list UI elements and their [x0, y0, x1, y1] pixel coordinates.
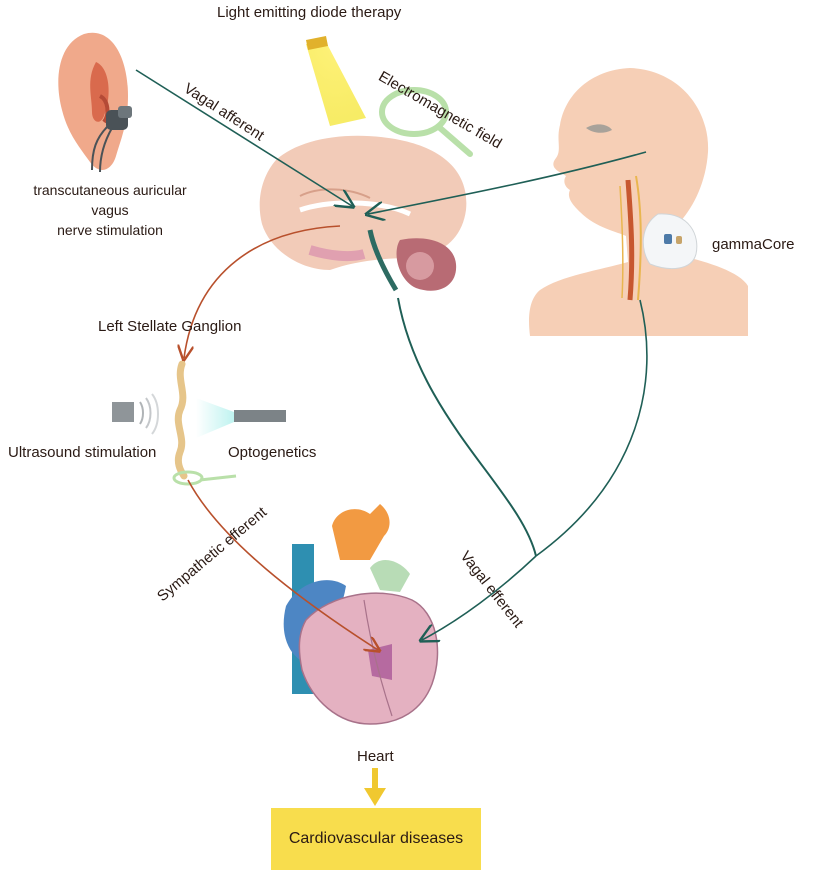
taVNS-label-line1: transcutaneous auricular — [33, 182, 187, 198]
cardiovascular-diseases-box: Cardiovascular diseases — [271, 808, 481, 870]
led-therapy-label: Light emitting diode therapy — [217, 4, 402, 21]
sympathetic-efferent-path — [187, 479, 378, 650]
vagal-efferent-right-path — [535, 299, 648, 557]
heart-icon — [283, 504, 439, 725]
vagal-efferent-heart-path — [422, 555, 537, 640]
brain-to-ganglion-path — [184, 225, 341, 358]
gammacore-label: gammaCore — [712, 236, 795, 253]
gammacore-afferent-path — [368, 151, 647, 214]
brain-icon — [259, 135, 467, 292]
ultrasound-probe-icon — [112, 393, 159, 435]
gammacore-device-icon — [642, 213, 698, 270]
left-stellate-ganglion-label: Left Stellate Ganglion — [98, 318, 242, 335]
ear-icon — [58, 32, 128, 170]
ultrasound-stimulation-label: Ultrasound stimulation — [8, 444, 157, 461]
taVNS-label-line2: vagus — [91, 202, 129, 218]
optogenetics-label: Optogenetics — [228, 444, 317, 461]
nerve-pathways — [135, 69, 648, 650]
taVNS-label-line3: nerve stimulation — [57, 222, 163, 238]
ganglion-icon — [172, 360, 237, 486]
heart-label: Heart — [357, 748, 394, 765]
optic-fiber-icon — [196, 398, 286, 438]
magnetic-coil-icon — [379, 87, 473, 157]
earpiece-device-icon — [91, 106, 132, 173]
vagal-afferent-path — [135, 69, 352, 206]
head-silhouette-icon — [529, 68, 748, 336]
led-lamp-icon — [306, 36, 366, 126]
taVNS-label: transcutaneous auricular vagus nerve sti… — [18, 180, 202, 240]
vagal-efferent-left-path — [397, 297, 537, 557]
heart-to-diseases-arrow — [364, 768, 386, 806]
cardiovascular-diseases-label: Cardiovascular diseases — [288, 830, 464, 847]
